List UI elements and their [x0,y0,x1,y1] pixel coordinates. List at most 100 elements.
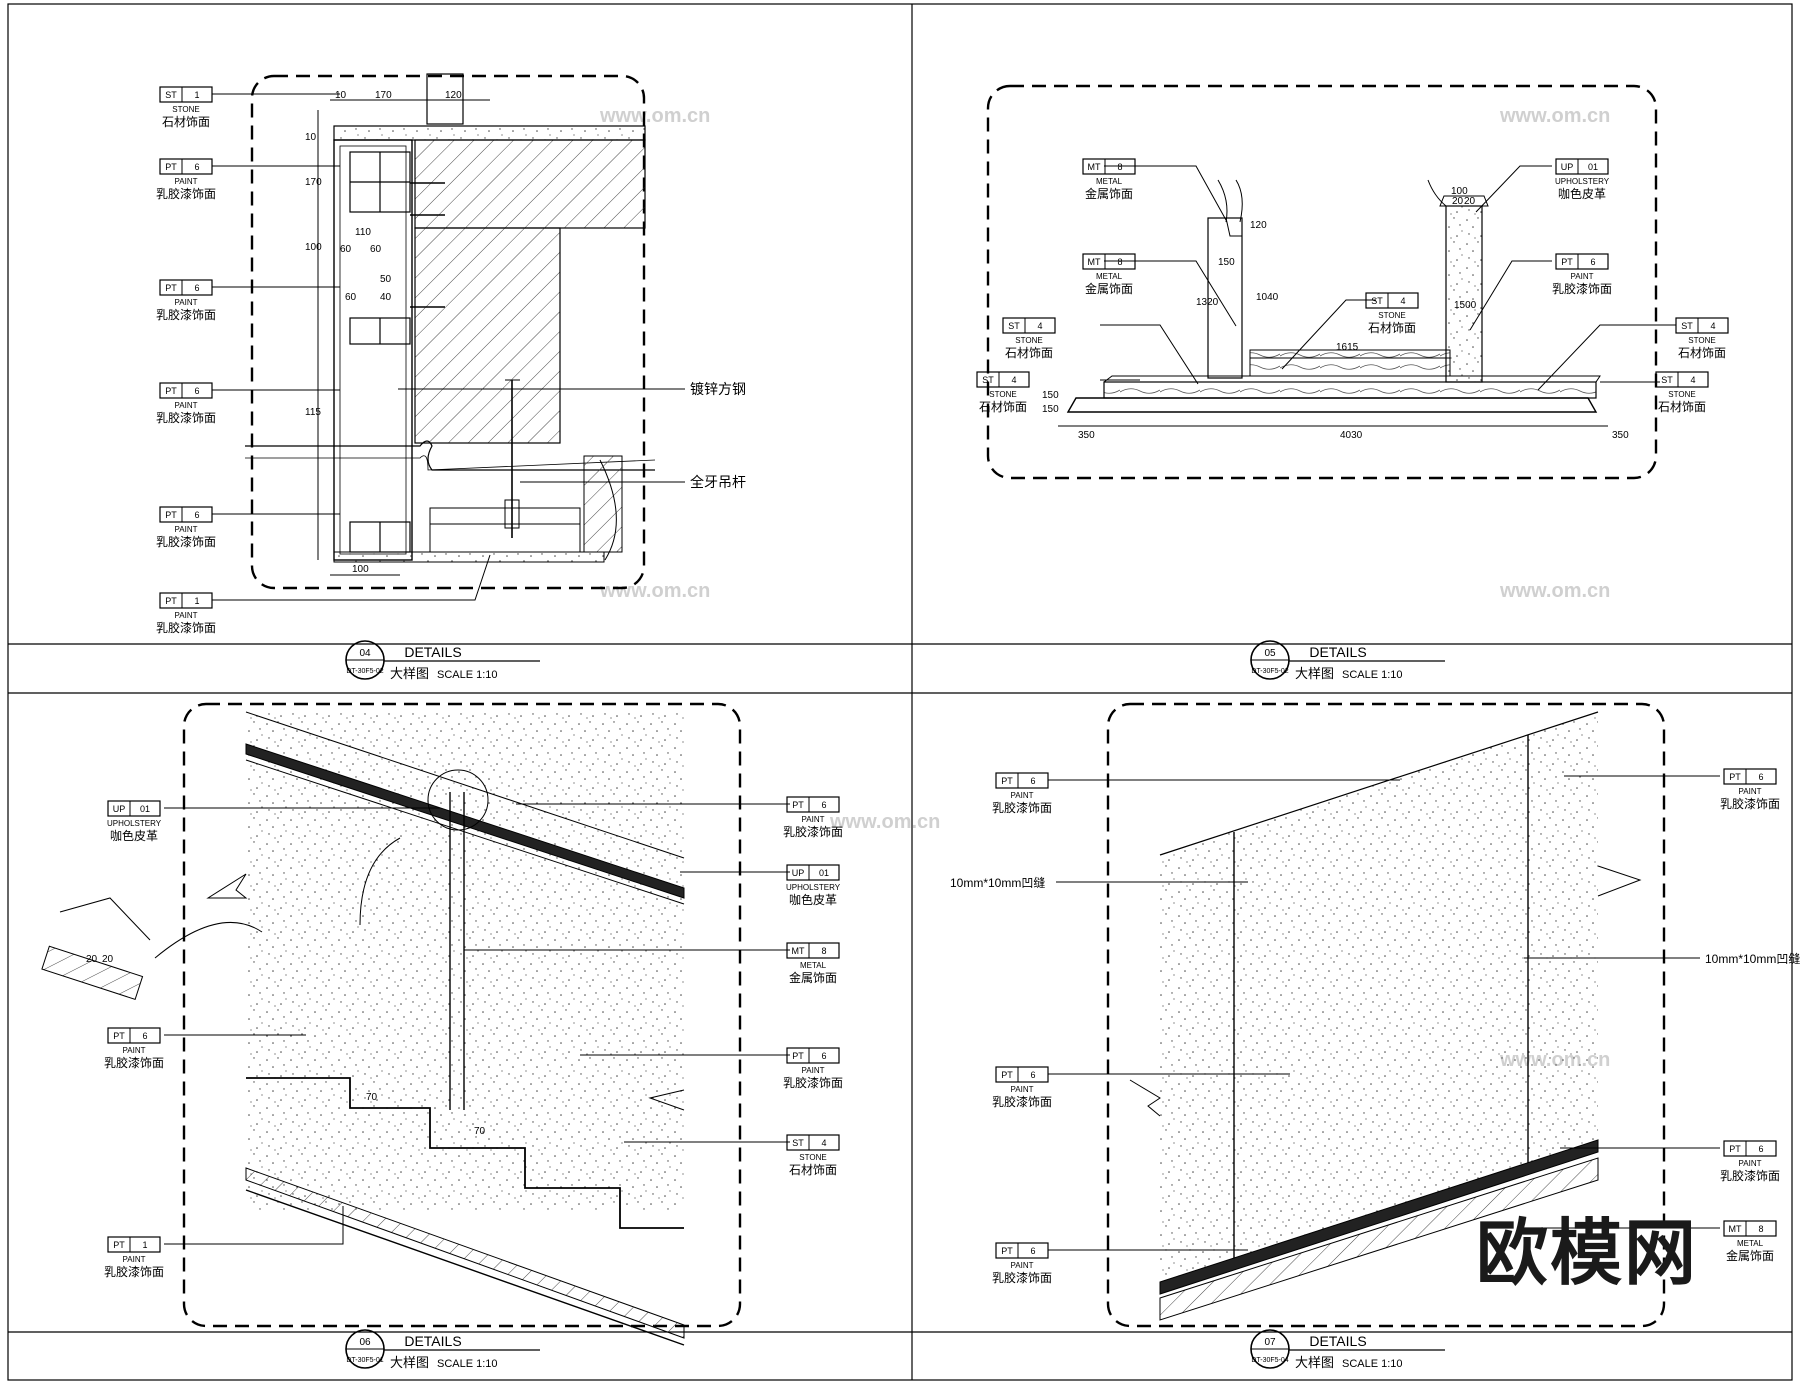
note-groove-right: 10mm*10mm凹缝 [1705,951,1800,966]
tag-type: STONE [172,105,199,114]
detail-scale: SCALE 1:10 [1342,669,1403,681]
dim-label: 100 [305,242,322,253]
detail-scale: SCALE 1:10 [437,1358,498,1370]
detail-number: 04 [359,648,371,659]
tag-type: STONE [989,390,1016,399]
watermark-logo: 欧模网 [1476,1211,1699,1295]
tag-type: PAINT [123,1046,146,1055]
dim-label: 10 [305,132,317,143]
note-threaded-rod: 全牙吊杆 [690,474,746,490]
detail-07-leaders [1048,775,1720,1251]
tag-desc: 乳胶漆饰面 [992,1270,1052,1285]
tag-desc: 乳胶漆饰面 [783,824,843,839]
tag-desc: 乳胶漆饰面 [156,410,216,425]
detail-subtitle: 大样图 [390,666,429,681]
watermark-url: www.om.cn [1499,105,1610,127]
detail-scale: SCALE 1:10 [437,669,498,681]
tag-type: STONE [1015,336,1042,345]
tag-code: PT [165,510,177,520]
tag-code: ST [165,90,177,100]
tag-desc: 乳胶漆饰面 [992,800,1052,815]
tag-code: PT [113,1031,125,1041]
tag-desc: 石材饰面 [1368,321,1416,335]
tag-desc: 金属饰面 [1726,1248,1774,1263]
detail-06-dimensions: 20 20 70 70 [86,954,486,1137]
dim-label: 70 [474,1126,486,1137]
tag-type: STONE [1688,336,1715,345]
dim-label: 20 [86,954,98,965]
tag-number: 6 [194,162,199,172]
tag-number: 4 [821,1138,826,1148]
tag-number: 6 [1030,1070,1035,1080]
tag-type: PAINT [802,815,825,824]
dim-label: 350 [1612,430,1629,441]
detail-05-drawing [986,84,1658,480]
tag-code: PT [1729,772,1741,782]
tag-code: PT [165,596,177,606]
tag-desc: 乳胶漆饰面 [156,307,216,322]
dim-label: 150 [1042,390,1059,401]
tag-code: ST [1371,296,1383,306]
dim-label: 350 [1078,430,1095,441]
detail-06-drawing [41,702,742,1346]
detail-title: DETAILS [404,1333,461,1349]
tag-number: 6 [194,386,199,396]
dim-label: 1320 [1196,297,1219,308]
tag-code: ST [792,1138,804,1148]
tag-desc: 石材饰面 [1658,400,1706,414]
watermark-url: www.om.cn [1499,580,1610,602]
watermark-url: www.om.cn [829,811,940,833]
tag-number: 6 [1030,1246,1035,1256]
tag-desc: 乳胶漆饰面 [1552,281,1612,296]
tag-desc: 乳胶漆饰面 [156,620,216,635]
tag-desc: 乳胶漆饰面 [104,1264,164,1279]
tag-desc: 咖色皮革 [110,828,158,843]
detail-scale: SCALE 1:10 [1342,1358,1403,1370]
tag-number: 8 [1758,1224,1763,1234]
detail-number: 06 [359,1337,371,1348]
tag-type: METAL [800,961,827,970]
sheet-frame [7,3,1793,1381]
tag-code: ST [982,375,994,385]
tag-code: UP [792,868,805,878]
tag-code: PT [1001,776,1013,786]
tag-type: PAINT [123,1255,146,1264]
tag-desc: 咖色皮革 [789,892,837,907]
tag-type: PAINT [175,177,198,186]
tag-code: MT [1088,162,1101,172]
dim-label: 115 [305,407,321,418]
tag-desc: 金属饰面 [1085,186,1133,201]
tag-desc: 石材饰面 [1678,346,1726,360]
detail-05-dimensions: 100 20 20 120 150 1320 1040 1500 1615 15… [1042,186,1629,441]
watermark-url: www.om.cn [599,580,710,602]
dim-label: 70 [366,1092,378,1103]
tag-number: 6 [194,283,199,293]
tag-number: 6 [142,1031,147,1041]
dim-label: 1615 [1336,342,1359,353]
tag-code: PT [165,386,177,396]
dim-label: 100 [1451,186,1468,197]
tag-number: 6 [1030,776,1035,786]
tag-type: METAL [1096,272,1123,281]
detail-number: 07 [1264,1337,1276,1348]
tag-code: ST [1681,321,1693,331]
